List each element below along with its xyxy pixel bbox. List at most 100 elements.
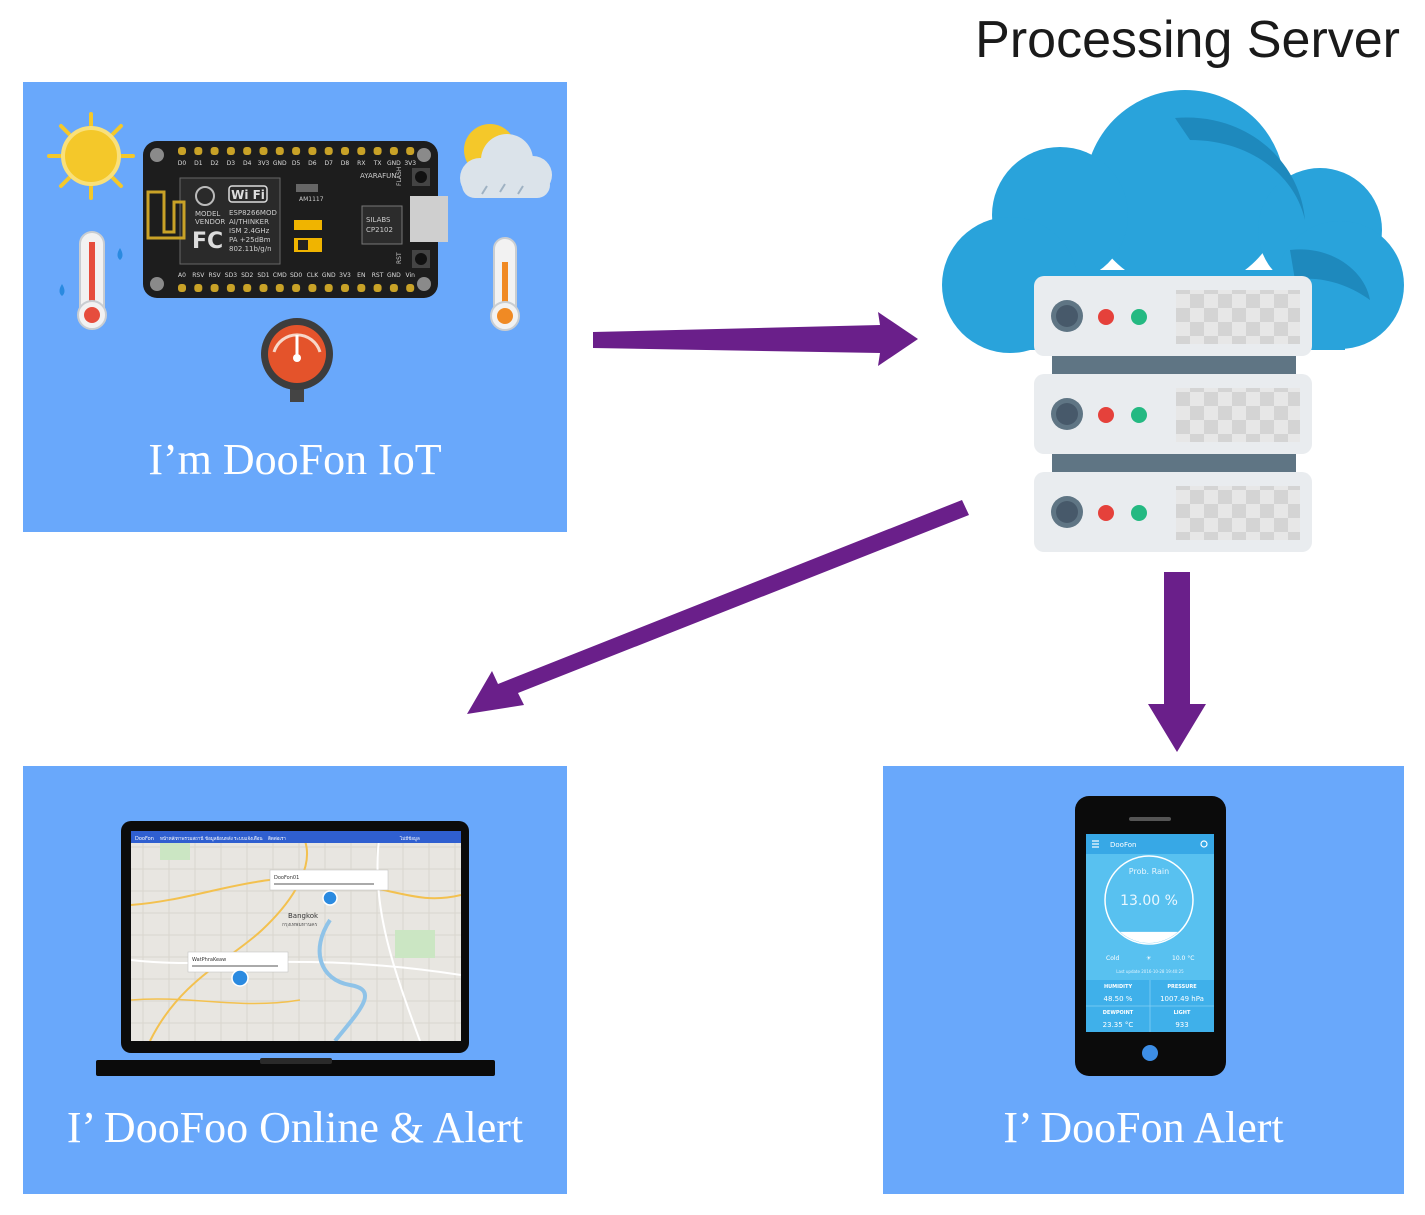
map-city-label: Bangkok [288, 912, 319, 920]
laptop-nav-item-2[interactable]: ภาพรวมสถานี [176, 836, 203, 842]
board-pin-pad [357, 284, 366, 292]
stat-dewpoint-value: 23.35 °C [1103, 1021, 1134, 1029]
board-module-line-5: 802.11b/g/n [229, 245, 272, 253]
last-update-label: Last update 2016-10-28 19:40:25 [1116, 969, 1184, 974]
menu-icon[interactable] [1092, 840, 1099, 848]
laptop-nav-item-5[interactable]: ติดต่อเรา [268, 836, 287, 842]
laptop-nav-brand[interactable]: DooFon [135, 836, 154, 842]
map-marker-2[interactable] [231, 969, 249, 987]
board-pin-pad [308, 147, 317, 155]
board-pin-pad [292, 284, 301, 292]
board-pin-label: RST [372, 272, 384, 279]
laptop-nav-item-4[interactable]: ระบบแจ้งเตือน [234, 835, 263, 842]
board-pin-label: D8 [341, 160, 350, 167]
board-pin-pad [194, 284, 203, 292]
stat-humidity-label: HUMIDITY [1104, 984, 1133, 990]
laptop-nav-item-3[interactable]: ข้อมูลย้อนหลัง [205, 836, 233, 842]
board-pin-label: RSV [209, 272, 222, 279]
arrow-server-to-mobile [1148, 572, 1206, 752]
web-panel-title: I’ DooFoo Online & Alert [66, 1103, 524, 1152]
board-pin-pad [406, 147, 415, 155]
board-pin-pad [243, 147, 252, 155]
board-pin-pad [259, 147, 268, 155]
laptop-nav-right[interactable]: ไม่มีข้อมูล [399, 836, 420, 842]
refresh-icon[interactable] [1200, 840, 1208, 848]
condition-label: Cold [1106, 955, 1120, 962]
temperature-value: 10.0 °C [1172, 955, 1194, 962]
board-chip-line-1: SILABS [366, 216, 391, 224]
board-pin-label: RSV [192, 272, 205, 279]
board-pin-label: D0 [178, 160, 187, 167]
board-pin-pad [178, 147, 186, 155]
board-pin-label: SD3 [225, 272, 237, 279]
board-pin-pad [292, 147, 301, 155]
stat-pressure-value: 1007.49 hPa [1160, 995, 1204, 1003]
server-title: Processing Server [975, 11, 1400, 69]
board-pin-pad [389, 147, 398, 155]
laptop-nav-item-1[interactable]: หน้าหลัก [160, 836, 177, 842]
board-model-line-2: VENDOR [195, 218, 225, 226]
map-marker-1[interactable] [322, 890, 338, 906]
board-pin-label: RX [357, 160, 365, 167]
sun-icon [47, 112, 135, 200]
board-pin-label: GND [273, 160, 287, 167]
board-pin-pad [210, 284, 219, 292]
board-pin-label: 3V3 [339, 272, 351, 279]
board-pin-label: GND [322, 272, 336, 279]
phone-icon: DooFon Prob. Rain 13.00 % Cold ☀ 10.0 °C… [1075, 796, 1226, 1076]
server-rack-icon [1034, 276, 1312, 552]
board-pin-pad [308, 284, 317, 292]
board-pin-pad [406, 284, 415, 292]
board-pin-label: CLK [307, 272, 320, 279]
board-pin-pad [389, 284, 398, 292]
map-popup-1-title: DooFon01 [274, 875, 299, 881]
board-regulator-label: AM1117 [299, 196, 324, 203]
phone-app-title: DooFon [1110, 841, 1136, 849]
board-pin-pad [178, 284, 186, 292]
stat-pressure-label: PRESSURE [1167, 984, 1197, 990]
mobile-panel-title: I’ DooFon Alert [1003, 1103, 1284, 1152]
board-pin-pad [275, 147, 284, 155]
board-pin-pad [341, 147, 349, 155]
arrow-server-to-web [467, 500, 969, 714]
stat-humidity-value: 48.50 % [1104, 995, 1133, 1003]
board-pin-pad [275, 284, 284, 292]
phone-home-button[interactable] [1142, 1045, 1158, 1061]
iot-panel-title: I’m DooFon IoT [148, 435, 442, 484]
map-popup-2-title: WatPhraKeaw [192, 957, 226, 963]
laptop-screen: Bangkok กรุงเทพมหานคร DooFon01 WatPhraKe… [131, 831, 461, 1041]
board-pin-pad [226, 147, 235, 155]
board-pin-label: 3V3 [404, 160, 416, 167]
board-pin-pad [373, 284, 382, 292]
board-module-line-1: ESP8266MOD [229, 209, 277, 217]
board-fc-label: FC [192, 229, 223, 254]
board-pin-pad [324, 147, 333, 155]
board-pin-label: D6 [308, 160, 317, 167]
sun-small-icon: ☀ [1146, 955, 1152, 962]
arrow-iot-to-server [593, 312, 918, 366]
server-unit-2 [1034, 374, 1312, 454]
rain-gauge-value: 13.00 % [1120, 893, 1178, 909]
board-pin-label: D4 [243, 160, 252, 167]
rain-gauge-fill [1120, 931, 1178, 943]
board-pin-label: SD2 [241, 272, 253, 279]
board-pin-label: D5 [292, 160, 301, 167]
board-module-line-2: AI/THINKER [229, 218, 269, 226]
stat-dewpoint-label: DEWPOINT [1103, 1010, 1134, 1016]
board-pin-pad [324, 284, 333, 292]
stat-light-value: 933 [1175, 1021, 1188, 1029]
board-pin-label: D1 [194, 160, 203, 167]
rain-gauge-label: Prob. Rain [1129, 867, 1169, 876]
board-module-line-3: ISM 2.4GHz [229, 227, 270, 235]
stat-light-label: LIGHT [1174, 1010, 1191, 1016]
board-pin-pad [357, 147, 366, 155]
board-pin-pad [243, 284, 252, 292]
laptop-icon: Bangkok กรุงเทพมหานคร DooFon01 WatPhraKe… [96, 821, 495, 1076]
board-pin-label: D7 [324, 160, 333, 167]
board-chip-line-2: CP2102 [366, 226, 393, 234]
board-pin-label: 3V3 [258, 160, 270, 167]
board-pin-pad [226, 284, 235, 292]
